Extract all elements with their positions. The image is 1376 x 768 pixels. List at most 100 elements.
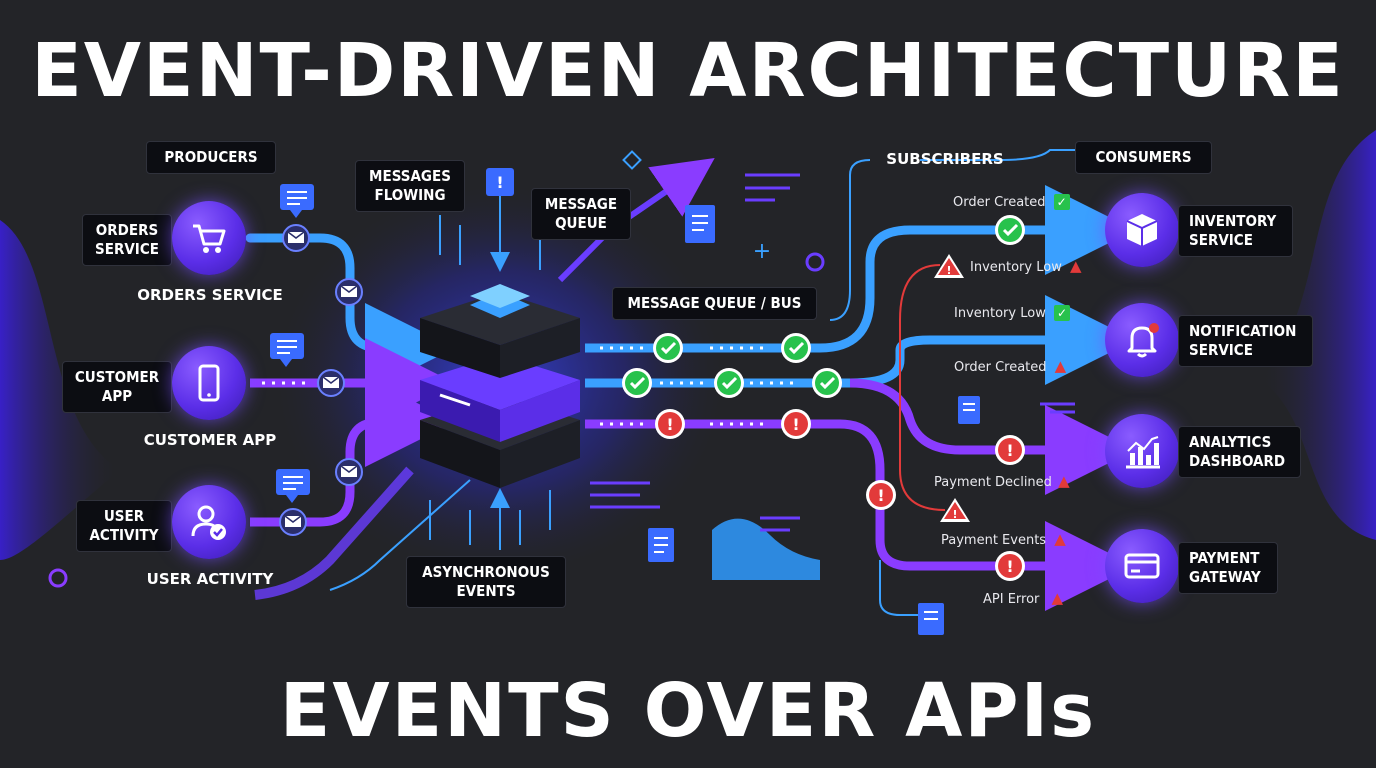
consumer-payment-gateway-node[interactable] — [1105, 529, 1179, 603]
warning-alert-icon: ! — [781, 409, 811, 439]
document-icon — [918, 603, 944, 635]
message-queue-bus-label: MESSAGE QUEUE / BUS — [612, 287, 817, 320]
warning-alert-icon: ! — [655, 409, 685, 439]
envelope-icon — [317, 369, 345, 397]
ring-icon — [805, 252, 825, 272]
smartphone-icon — [198, 364, 220, 402]
warning-icon: ▲ — [1069, 257, 1082, 275]
warning-triangle-icon: ! — [934, 254, 964, 278]
user-check-icon — [191, 505, 226, 540]
svg-text:!: ! — [1006, 557, 1013, 576]
shopping-cart-icon — [193, 224, 226, 253]
producer-box-user-activity: USER ACTIVITY — [76, 500, 172, 552]
success-check-icon — [995, 215, 1025, 245]
consumer-analytics-dashboard-node[interactable] — [1105, 414, 1179, 488]
consumer-notification-service-label: NOTIFICATION SERVICE — [1178, 315, 1313, 367]
flow-bus-top — [585, 185, 1135, 353]
svg-text:!: ! — [666, 415, 673, 434]
producer-caption-orders-service: ORDERS SERVICE — [137, 286, 283, 304]
success-check-icon — [781, 333, 811, 363]
svg-text:!: ! — [877, 486, 884, 505]
event-text: API Error — [983, 592, 1040, 607]
event-inventory-low-success: Inventory Low ✓ — [954, 305, 1070, 321]
warning-icon: ▲ — [1054, 357, 1067, 375]
document-icon — [648, 528, 674, 562]
producers-header: PRODUCERS — [146, 141, 276, 174]
event-text: Order Created — [954, 360, 1047, 375]
success-check-icon — [714, 368, 744, 398]
svg-text:!: ! — [946, 264, 951, 277]
svg-text:!: ! — [952, 508, 957, 521]
success-check-icon — [653, 333, 683, 363]
svg-text:!: ! — [1006, 441, 1013, 460]
event-inventory-low-error: Inventory Low ▲ — [970, 257, 1082, 275]
success-check-icon — [622, 368, 652, 398]
consumer-payment-gateway-label: PAYMENT GATEWAY — [1178, 542, 1278, 594]
ring-icon — [48, 568, 68, 588]
message-queue-stack-icon — [420, 284, 580, 488]
svg-text:+: + — [753, 239, 771, 264]
event-payment-declined-error: Payment Declined ▲ — [934, 472, 1070, 490]
envelope-icon — [335, 458, 363, 486]
check-icon: ✓ — [1053, 305, 1070, 321]
producer-user-activity-node[interactable] — [172, 485, 246, 559]
producer-caption-customer-app: CUSTOMER APP — [143, 431, 277, 449]
asynchronous-events-label: ASYNCHRONOUS EVENTS — [406, 556, 566, 608]
producer-box-customer-app: CUSTOMER APP — [62, 361, 172, 413]
producer-customer-app-node[interactable] — [172, 346, 246, 420]
consumers-header: CONSUMERS — [1075, 141, 1212, 174]
event-text: Payment Declined — [934, 475, 1052, 490]
svg-text:!: ! — [496, 173, 503, 192]
chat-bubble-icon — [280, 184, 314, 218]
warning-icon: ▲ — [1058, 472, 1070, 490]
right-glow-shape — [1260, 130, 1376, 540]
event-order-created-error: Order Created ▲ — [954, 357, 1066, 375]
warning-icon: ▲ — [1054, 530, 1066, 548]
consumer-inventory-service-node[interactable] — [1105, 193, 1179, 267]
warning-alert-icon: ! — [866, 480, 896, 510]
event-api-error: API Error ▲ — [983, 589, 1063, 607]
flow-bus-middle-lower — [849, 378, 1135, 495]
envelope-icon — [279, 508, 307, 536]
left-glow-shape — [0, 220, 120, 560]
warning-alert-icon: ! — [995, 435, 1025, 465]
check-icon: ✓ — [1053, 194, 1070, 210]
warning-icon: ▲ — [1051, 589, 1064, 607]
event-text: Inventory Low — [970, 260, 1062, 275]
warning-alert-icon: ! — [995, 551, 1025, 581]
bell-icon — [1127, 323, 1159, 358]
document-icon — [685, 205, 715, 243]
messages-flowing-label: MESSAGES FLOWING — [355, 160, 465, 212]
chat-bubble-icon — [270, 333, 304, 367]
event-text: Order Created — [953, 195, 1046, 210]
chat-bubble-icon — [276, 469, 310, 503]
flow-bus-bottom — [585, 419, 1135, 611]
bar-chart-icon — [1126, 436, 1160, 469]
consumer-notification-service-node[interactable] — [1105, 303, 1179, 377]
document-icon — [958, 396, 980, 424]
envelope-icon — [282, 224, 310, 252]
event-payment-events-error: Payment Events ▲ — [941, 530, 1066, 548]
success-check-icon — [812, 368, 842, 398]
subscribers-header: SUBSCRIBERS — [886, 150, 1004, 168]
warning-triangle-icon: ! — [940, 498, 970, 522]
download-icon: ! — [486, 168, 514, 196]
credit-card-icon — [1124, 553, 1160, 579]
consumer-inventory-service-label: INVENTORY SERVICE — [1178, 205, 1293, 257]
event-text: Payment Events — [941, 533, 1047, 548]
producer-box-orders-service: ORDERS SERVICE — [82, 214, 172, 266]
diamond-icon — [622, 150, 642, 170]
package-box-icon — [1126, 214, 1158, 246]
consumer-analytics-dashboard-label: ANALYTICS DASHBOARD — [1178, 426, 1301, 478]
envelope-icon — [335, 278, 363, 306]
event-order-created-success: Order Created ✓ — [953, 194, 1070, 210]
event-text: Inventory Low — [954, 306, 1046, 321]
producer-orders-service-node[interactable] — [172, 201, 246, 275]
producer-caption-user-activity: USER ACTIVITY — [146, 570, 274, 588]
area-chart-icon — [712, 518, 820, 580]
bottom-title: EVENTS OVER APIs — [279, 668, 1097, 754]
svg-text:!: ! — [792, 415, 799, 434]
main-title: EVENT-DRIVEN ARCHITECTURE — [31, 28, 1345, 114]
message-queue-label: MESSAGE QUEUE — [531, 188, 631, 240]
